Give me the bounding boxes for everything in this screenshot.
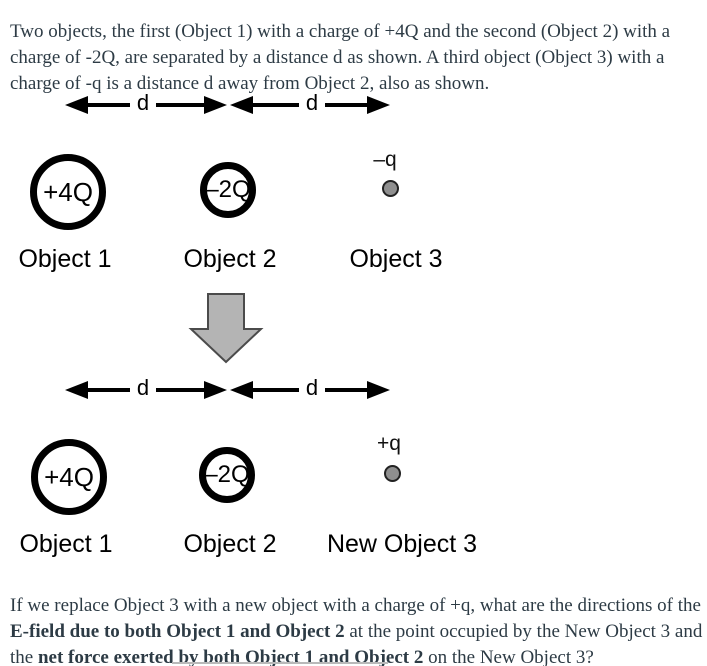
question-paragraph: If we replace Object 3 with a new object…: [10, 593, 705, 666]
arrowhead-right-icon: [204, 96, 227, 114]
object1-circle-bottom: +4Q: [31, 439, 107, 515]
object2-circle-top: –2Q: [200, 162, 256, 218]
distance-arrows-bottom: d d: [65, 375, 390, 400]
object3-dot-bottom: [384, 465, 401, 482]
question-segment: If we replace Object 3 with a new object…: [10, 595, 701, 616]
question-segment: on the New Object 3?: [423, 647, 594, 666]
object3-label-top: Object 3: [349, 245, 443, 273]
distance-label-d: d: [137, 375, 149, 400]
arrowhead-left-icon: [65, 96, 88, 114]
arrowhead-right-icon: [367, 96, 390, 114]
object3-label-bottom: New Object 3: [326, 530, 478, 558]
object3-dot-top: [382, 180, 399, 197]
object3-charge-top: –q: [373, 148, 397, 171]
object3-charge-bottom: +q: [377, 432, 401, 455]
object2-label-top: Object 2: [183, 245, 277, 273]
intro-paragraph: Two objects, the first (Object 1) with a…: [10, 21, 671, 94]
object2-charge-top: –2Q: [205, 176, 251, 203]
object1-label-bottom: Object 1: [19, 530, 113, 558]
question-bold-netforce: net force exerted by both Object 1 and O…: [37, 647, 424, 666]
question-bold-efield: E-field due to both Object 1 and Object …: [10, 621, 345, 642]
object1-charge-top: +4Q: [43, 176, 93, 207]
object2-charge-bottom: –2Q: [204, 461, 250, 488]
charge-diagram-overlay: d d d d: [65, 90, 390, 400]
arrowhead-left-icon: [230, 96, 253, 114]
answer-area-top-border: [172, 662, 388, 664]
distance-label-d: d: [306, 375, 318, 400]
object1-circle-top: +4Q: [30, 154, 106, 230]
transform-down-arrow-icon: [188, 293, 264, 364]
object1-charge-bottom: +4Q: [44, 461, 94, 492]
arrowhead-right-icon: [367, 381, 390, 399]
arrowhead-left-icon: [65, 381, 88, 399]
arrowhead-right-icon: [204, 381, 227, 399]
object2-label-bottom: Object 2: [183, 530, 277, 558]
question-segment: at the point occupied by the New Object …: [10, 621, 703, 666]
object1-label-top: Object 1: [18, 245, 112, 273]
object2-circle-bottom: –2Q: [199, 447, 255, 503]
arrowhead-left-icon: [230, 381, 253, 399]
